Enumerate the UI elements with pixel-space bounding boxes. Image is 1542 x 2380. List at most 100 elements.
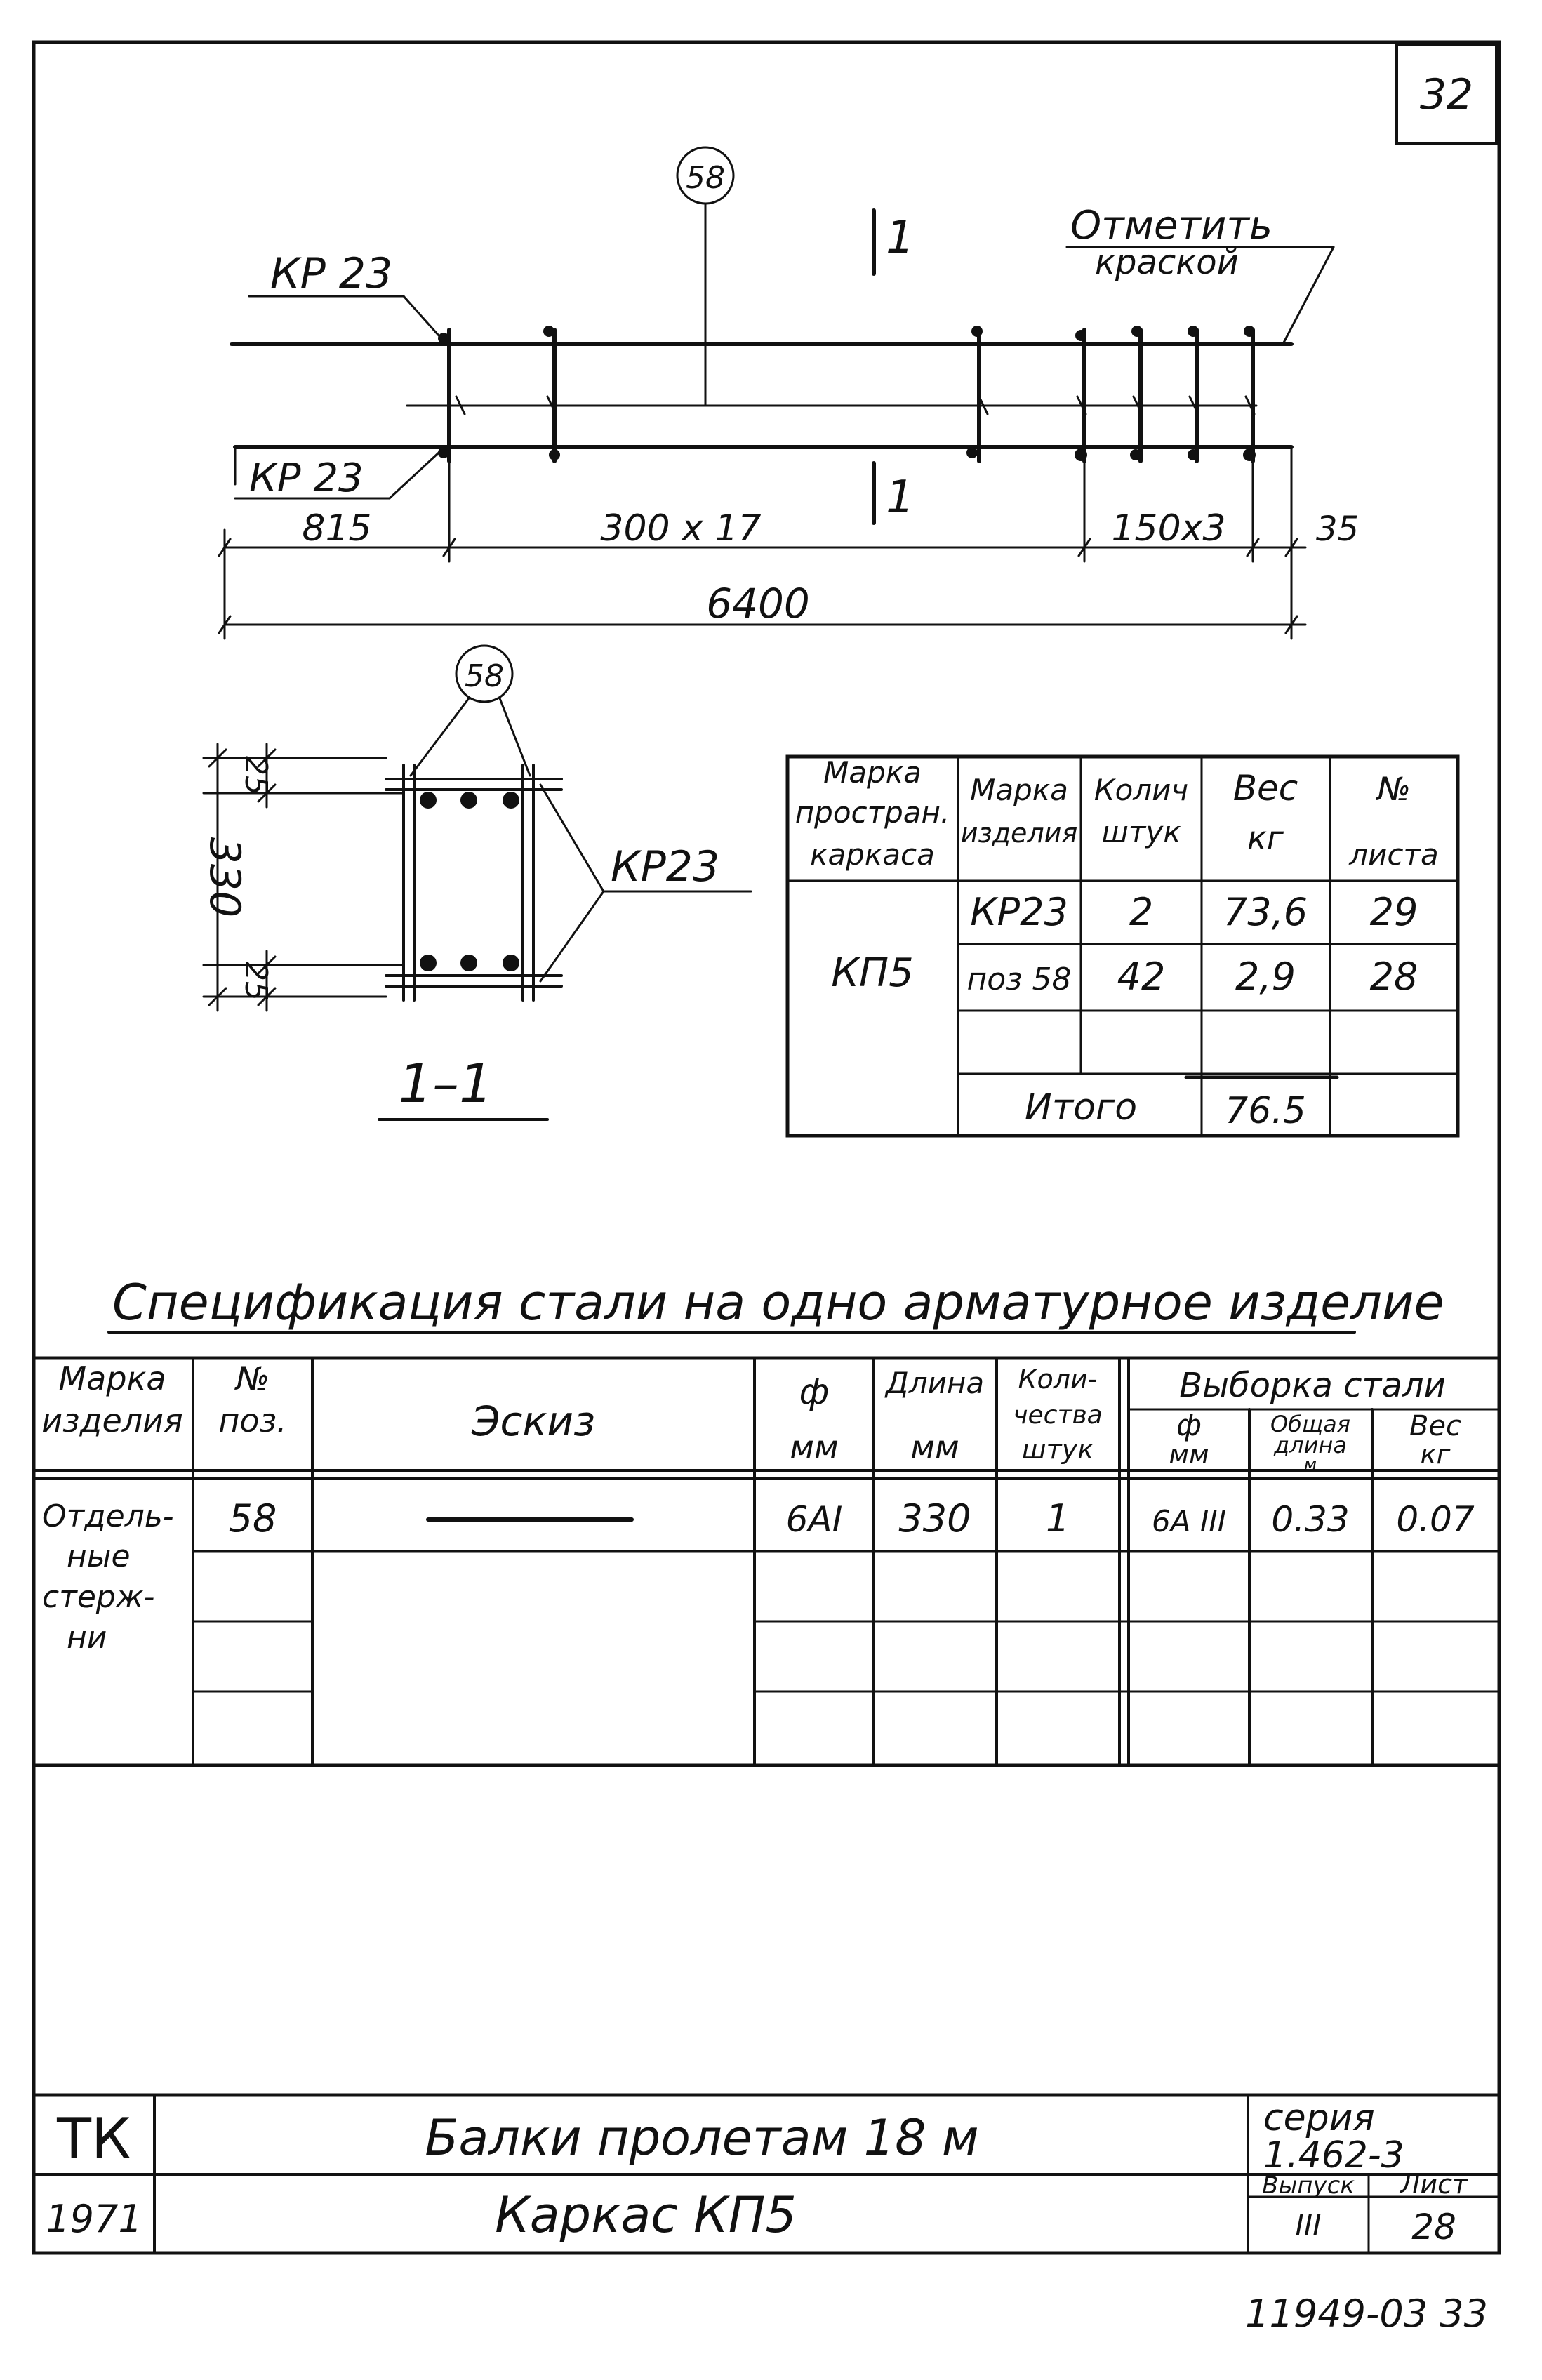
plan-dimensions bbox=[218, 462, 1307, 640]
assembly-table: Марка простран. каркаса Марка изделия Ко… bbox=[785, 754, 1460, 1138]
at-h0-l2: каркаса bbox=[810, 837, 935, 872]
spec-r0-cnt: 1 bbox=[1046, 1496, 1070, 1541]
sh-cnt-0: Коли- bbox=[1018, 1364, 1098, 1395]
sh-seldia-1: мм bbox=[1169, 1439, 1209, 1470]
section-dim-bottom-cover: 25 bbox=[238, 962, 274, 1001]
sh-seldia-0: ф bbox=[1176, 1408, 1202, 1442]
spec-table: Марка изделия № поз. Эскиз ф мм Длина мм… bbox=[32, 1356, 1501, 1767]
weld-dots bbox=[438, 326, 1256, 461]
at-r0-weight: 73,6 bbox=[1223, 890, 1308, 934]
at-r0-qty: 2 bbox=[1129, 890, 1153, 934]
tb-sheet-label: Лист bbox=[1399, 2169, 1469, 2200]
at-total-label: Итого bbox=[1025, 1086, 1137, 1129]
plan-position-callout: 58 bbox=[676, 146, 735, 407]
sh-dia-0: ф bbox=[799, 1371, 830, 1412]
spec-r0-seldia: 6А III bbox=[1152, 1504, 1226, 1538]
sh-selw-0: Вес bbox=[1409, 1410, 1461, 1442]
sh-selection: Выборка стали bbox=[1179, 1366, 1446, 1405]
sh-sketch: Эскиз bbox=[471, 1397, 595, 1445]
at-h3-l0: Вес bbox=[1233, 768, 1298, 809]
tb-org: ТК bbox=[56, 2106, 131, 2172]
sh-pos-0: № bbox=[234, 1359, 270, 1397]
sh-selw-1: кг bbox=[1421, 1439, 1451, 1470]
at-h2-l1: штук bbox=[1101, 815, 1181, 849]
spec-r0-pos: 58 bbox=[229, 1496, 277, 1541]
frame-label-top: КР 23 bbox=[248, 249, 440, 337]
at-h0-l1: простран. bbox=[795, 795, 950, 830]
dim-middle: 300 х 17 bbox=[600, 507, 761, 550]
spec-mark-3: ни bbox=[67, 1620, 107, 1656]
at-r0-sheet: 29 bbox=[1370, 890, 1418, 934]
tb-series-label: серия bbox=[1263, 2097, 1375, 2139]
spec-r0-len: 330 bbox=[898, 1496, 971, 1541]
dim-total: 6400 bbox=[706, 580, 810, 627]
corner-number: 32 bbox=[1420, 70, 1473, 119]
dim-right: 150х3 bbox=[1111, 507, 1225, 550]
spec-r0-dia: 6АI bbox=[786, 1499, 843, 1540]
footer-stamp: 11949-03 33 bbox=[1245, 2292, 1488, 2336]
at-h3-l1: кг bbox=[1247, 819, 1284, 857]
sh-mark-1: изделия bbox=[41, 1402, 182, 1440]
at-r0-item: КР23 bbox=[970, 890, 1068, 934]
sh-sellen-1: длина bbox=[1273, 1432, 1347, 1458]
sh-pos-1: поз. bbox=[218, 1402, 286, 1440]
title-block: ТК 1971 Балки пролетам 18 м Каркас КП5 с… bbox=[32, 2093, 1501, 2255]
spec-title: Спецификация стали на одно арматурное из… bbox=[112, 1274, 1444, 1331]
at-h2-l0: Колич bbox=[1094, 773, 1188, 807]
section-view: 58 КР23 bbox=[200, 644, 752, 1121]
frame-label-bottom: КР 23 bbox=[234, 451, 440, 501]
corner-number-box: 32 bbox=[1395, 44, 1498, 145]
sh-sellen-2: м bbox=[1304, 1454, 1317, 1474]
section-callout-number: 58 bbox=[465, 658, 504, 694]
plan-view bbox=[230, 326, 1294, 486]
at-h1-l1: изделия bbox=[961, 818, 1077, 849]
tb-issue-label: Выпуск bbox=[1262, 2172, 1355, 2200]
dim-end: 35 bbox=[1316, 510, 1359, 549]
tb-subtitle: Каркас КП5 bbox=[495, 2186, 797, 2244]
at-h1-l0: Марка bbox=[970, 773, 1068, 807]
sh-mark-0: Марка bbox=[58, 1359, 166, 1397]
plan-callout-number: 58 bbox=[686, 160, 725, 196]
sh-len-0: Длина bbox=[884, 1366, 984, 1400]
sh-sellen-0: Общая bbox=[1270, 1411, 1350, 1437]
at-total-weight: 76.5 bbox=[1225, 1090, 1306, 1132]
spec-r0-selw: 0.07 bbox=[1396, 1499, 1475, 1540]
tb-series-value: 1.462-3 bbox=[1263, 2134, 1404, 2176]
section-mark-top: 1 bbox=[886, 212, 915, 264]
section-dim-top-cover: 25 bbox=[238, 756, 274, 795]
section-mark-bottom: 1 bbox=[886, 472, 915, 524]
sheet-frame bbox=[32, 40, 1501, 2255]
section-title: 1–1 bbox=[399, 1052, 493, 1115]
dim-left: 815 bbox=[302, 507, 371, 550]
at-r1-qty: 42 bbox=[1117, 955, 1166, 999]
at-h0-l0: Марка bbox=[823, 755, 922, 790]
tb-issue-value: III bbox=[1295, 2208, 1321, 2242]
frame-label-top-text: КР 23 bbox=[270, 249, 392, 298]
sh-cnt-2: штук bbox=[1022, 1434, 1094, 1465]
paint-note: Отметить краской bbox=[1065, 203, 1335, 345]
at-r1-item: поз 58 bbox=[966, 962, 1071, 997]
section-frame-label: КР23 bbox=[611, 842, 719, 891]
sh-dia-1: мм bbox=[790, 1428, 838, 1466]
at-r1-weight: 2,9 bbox=[1235, 955, 1296, 999]
frame-label-bottom-text: КР 23 bbox=[249, 456, 364, 501]
paint-note-line1: Отметить bbox=[1070, 203, 1272, 248]
spec-mark-0: Отдель- bbox=[42, 1498, 174, 1534]
tb-sheet-value: 28 bbox=[1411, 2207, 1456, 2247]
transverse-bars bbox=[447, 328, 1255, 463]
spec-mark-2: стерж- bbox=[42, 1579, 154, 1615]
at-h4-l1: листа bbox=[1348, 837, 1438, 872]
at-frame-mark: КП5 bbox=[831, 950, 914, 996]
at-h4-l0: № bbox=[1375, 770, 1411, 808]
spec-mark-1: ные bbox=[67, 1538, 131, 1574]
spec-r0-sellen: 0.33 bbox=[1271, 1499, 1349, 1540]
sh-len-1: мм bbox=[910, 1428, 959, 1466]
sh-cnt-1: чества bbox=[1013, 1401, 1102, 1430]
tb-title: Балки пролетам 18 м bbox=[425, 2109, 978, 2167]
paint-note-line2: краской bbox=[1095, 243, 1239, 282]
at-r1-sheet: 28 bbox=[1370, 955, 1418, 999]
section-cut-marks: 1 1 bbox=[872, 208, 915, 525]
section-dim-height: 330 bbox=[200, 837, 249, 918]
tb-year: 1971 bbox=[46, 2197, 142, 2241]
